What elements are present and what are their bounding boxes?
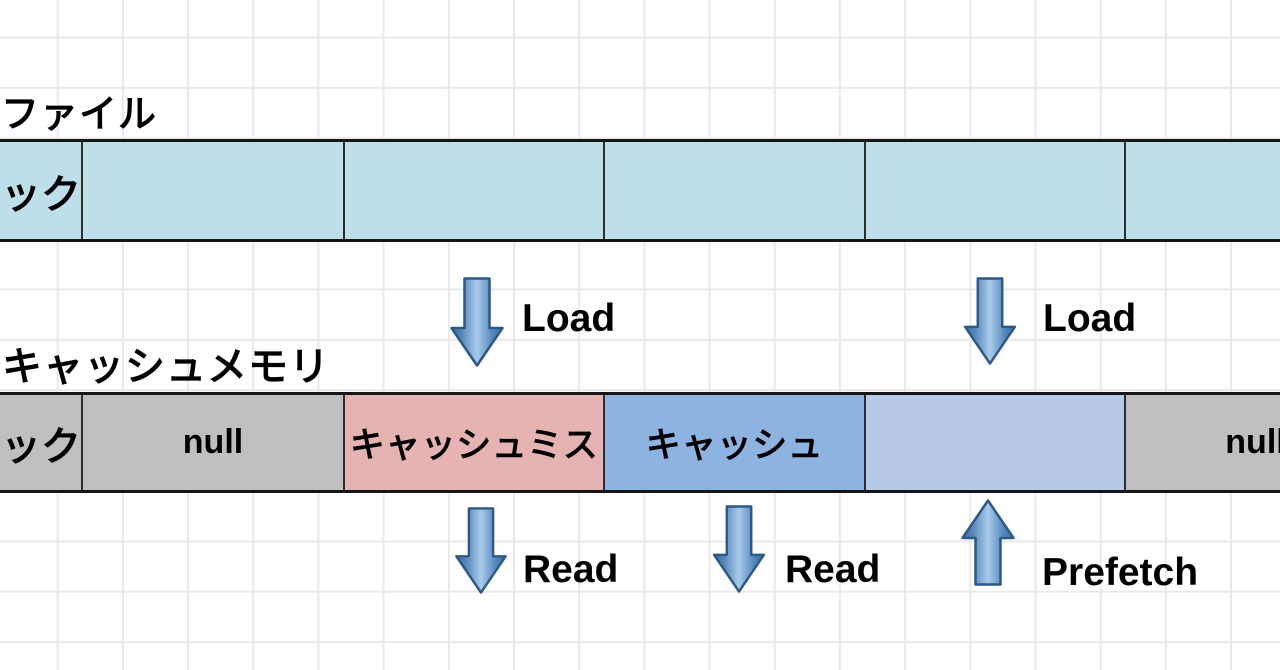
file-cell bbox=[864, 142, 1124, 239]
read-label: Read bbox=[785, 548, 881, 591]
file-cell bbox=[81, 142, 343, 239]
cache-cell-miss: キャッシュミス bbox=[343, 395, 603, 490]
file-block-row: ック bbox=[0, 139, 1280, 242]
file-cell-block: ック bbox=[0, 142, 81, 239]
cache-memory-row: ック null キャッシュミス キャッシュ null bbox=[0, 392, 1280, 493]
cache-memory-section-label: キャッシュメモリ bbox=[2, 345, 330, 389]
file-cell bbox=[343, 142, 603, 239]
file-section-label: ファイル bbox=[1, 94, 158, 136]
down-arrow-icon bbox=[712, 505, 766, 593]
cache-cell-block: ック bbox=[0, 395, 81, 490]
prefetch-label: Prefetch bbox=[1042, 551, 1199, 594]
down-arrow-icon bbox=[963, 277, 1017, 365]
load-label: Load bbox=[522, 297, 616, 340]
down-arrow-icon bbox=[450, 277, 504, 367]
down-arrow-icon bbox=[455, 507, 507, 594]
load-label: Load bbox=[1043, 297, 1137, 340]
up-arrow-icon bbox=[961, 499, 1015, 586]
cache-cell-null: null bbox=[81, 395, 343, 490]
file-cell bbox=[603, 142, 864, 239]
cache-cell-null: null bbox=[1124, 395, 1280, 490]
cache-cell-hit: キャッシュ bbox=[603, 395, 864, 490]
file-cell bbox=[1124, 142, 1280, 239]
cache-cell-prefetched bbox=[864, 395, 1124, 490]
read-label: Read bbox=[523, 548, 619, 591]
